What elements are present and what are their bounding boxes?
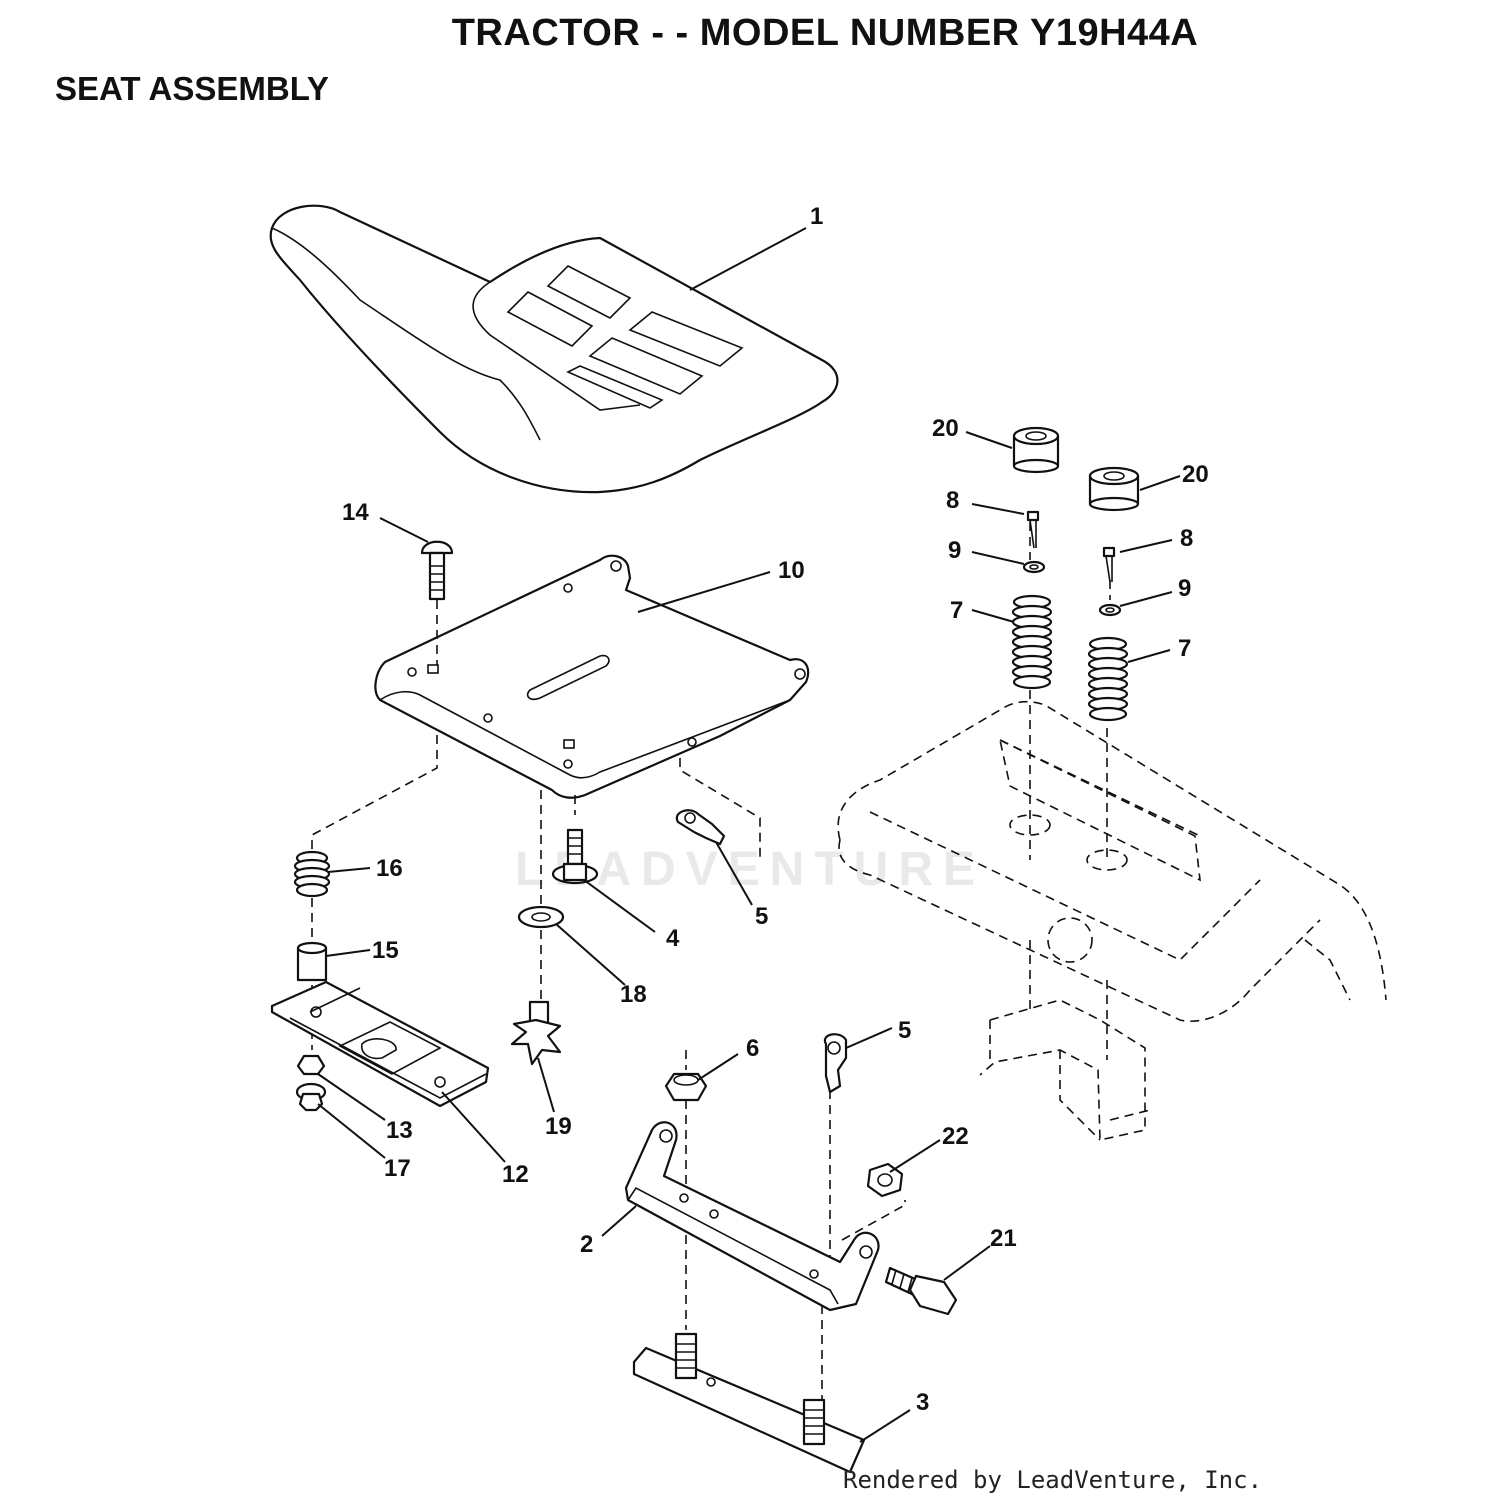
base-plate-part-3[interactable] [632,1332,866,1474]
callout-12: 12 [502,1161,529,1188]
seat-pan-part-10[interactable] [374,554,810,799]
callout-16: 16 [376,855,403,882]
callout-8-right: 8 [1180,525,1193,552]
callout-6: 6 [746,1035,759,1062]
callout-14: 14 [342,499,369,526]
nut-part-22[interactable] [866,1162,904,1198]
hex-bolt-part-21[interactable] [884,1266,958,1316]
callout-3: 3 [916,1389,929,1416]
section-title: SEAT ASSEMBLY [55,70,329,107]
clip-part-5-lower[interactable] [823,1033,848,1094]
seat-part-1[interactable] [269,204,839,494]
bumper-part-20-left[interactable] [1012,426,1060,474]
callout-5-upper: 5 [755,903,768,930]
callout-19: 19 [545,1113,572,1140]
nut-part-13[interactable] [296,1054,326,1076]
callout-7-right: 7 [1178,635,1191,662]
callout-leader-lines [317,227,1181,1443]
shoulder-bolt-part-4[interactable] [551,828,599,885]
callout-2: 2 [580,1231,593,1258]
callout-1: 1 [810,203,823,230]
pin-part-8-left[interactable] [1026,510,1040,549]
callout-15: 15 [372,937,399,964]
callout-20-right: 20 [1182,461,1209,488]
callout-20-left: 20 [932,415,959,442]
page-title: TRACTOR - - MODEL NUMBER Y19H44A [451,12,1199,54]
bumper-part-20-right[interactable] [1088,466,1140,512]
callout-7-left: 7 [950,597,963,624]
callout-13: 13 [386,1117,413,1144]
spring-part-7-left[interactable] [1011,594,1053,690]
callout-22: 22 [942,1123,969,1150]
spring-part-7-right[interactable] [1087,636,1129,722]
washer-part-18[interactable] [517,905,565,929]
spacer-part-15[interactable] [296,941,328,982]
callout-18: 18 [620,981,647,1008]
callout-9-left: 9 [948,537,961,564]
slide-bracket-part-12[interactable] [270,980,490,1108]
knob-part-19[interactable] [510,1000,562,1066]
tractor-frame-reference [837,700,1387,1141]
callout-8-left: 8 [946,487,959,514]
spring-part-16[interactable] [293,850,331,898]
carriage-bolt-part-14[interactable] [420,540,454,601]
mounting-bracket-part-2[interactable] [624,1121,880,1312]
clip-part-5-upper[interactable] [675,809,726,846]
washer-part-9-left[interactable] [1022,560,1046,574]
callout-10: 10 [778,557,805,584]
callout-21: 21 [990,1225,1017,1252]
callout-17: 17 [384,1155,411,1182]
flange-nut-part-17[interactable] [295,1082,327,1112]
footer-credit: Rendered by LeadVenture, Inc. [843,1466,1263,1494]
callout-4: 4 [666,925,680,952]
washer-part-9-right[interactable] [1098,603,1122,617]
callout-5-lower: 5 [898,1017,911,1044]
callout-9-right: 9 [1178,575,1191,602]
pin-part-8-right[interactable] [1102,546,1116,583]
